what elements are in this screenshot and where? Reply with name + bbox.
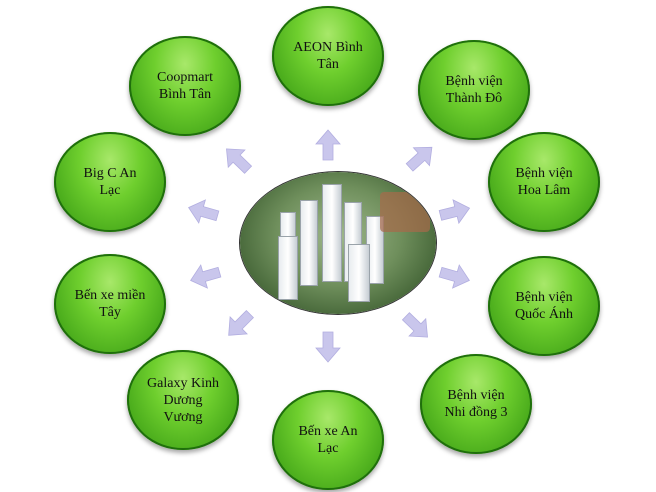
node-label: Bệnh viện Nhi đồng 3 <box>444 388 508 420</box>
node-aeon: AEON Bình Tân <box>272 6 384 106</box>
node-label: Big C An Lạc <box>83 166 137 198</box>
node-label: AEON Bình Tân <box>293 40 363 72</box>
arrow <box>438 264 470 289</box>
node-label: Bệnh viện Quốc Ánh <box>515 290 573 322</box>
node-label: Bệnh viện Hoa Lâm <box>515 166 573 198</box>
arrow <box>228 309 255 336</box>
tower <box>322 184 342 282</box>
arrow <box>188 199 220 224</box>
node-label: Bến xe An Lạc <box>298 424 358 456</box>
node-coopmart: Coopmart Bình Tân <box>129 36 241 136</box>
arrow <box>226 148 253 174</box>
node-ben-xe-mien-tay: Bến xe miền Tây <box>54 254 166 354</box>
node-galaxy: Galaxy Kinh Dương Vương <box>127 350 239 450</box>
node-label: Bến xe miền Tây <box>74 288 146 320</box>
node-nhi-dong: Bệnh viện Nhi đồng 3 <box>420 354 532 454</box>
tower <box>278 236 298 300</box>
arrow <box>405 146 433 172</box>
rooftops <box>380 192 430 232</box>
center-image <box>240 172 436 314</box>
node-ben-xe-an-lac: Bến xe An Lạc <box>272 390 384 490</box>
node-label: Galaxy Kinh Dương Vương <box>147 375 219 425</box>
arrow <box>438 199 471 225</box>
tower <box>348 244 370 302</box>
node-hoa-lam: Bệnh viện Hoa Lâm <box>488 132 600 232</box>
arrow <box>315 331 341 363</box>
arrow <box>190 264 222 289</box>
node-thanh-do: Bệnh viện Thành Đô <box>418 40 530 140</box>
arrow <box>401 312 428 338</box>
node-big-c: Big C An Lạc <box>54 132 166 232</box>
node-quoc-anh: Bệnh viện Quốc Ánh <box>488 256 600 356</box>
arrow <box>315 129 341 161</box>
node-label: Coopmart Bình Tân <box>157 70 213 102</box>
tower <box>300 200 318 286</box>
node-label: Bệnh viện Thành Đô <box>445 74 503 106</box>
